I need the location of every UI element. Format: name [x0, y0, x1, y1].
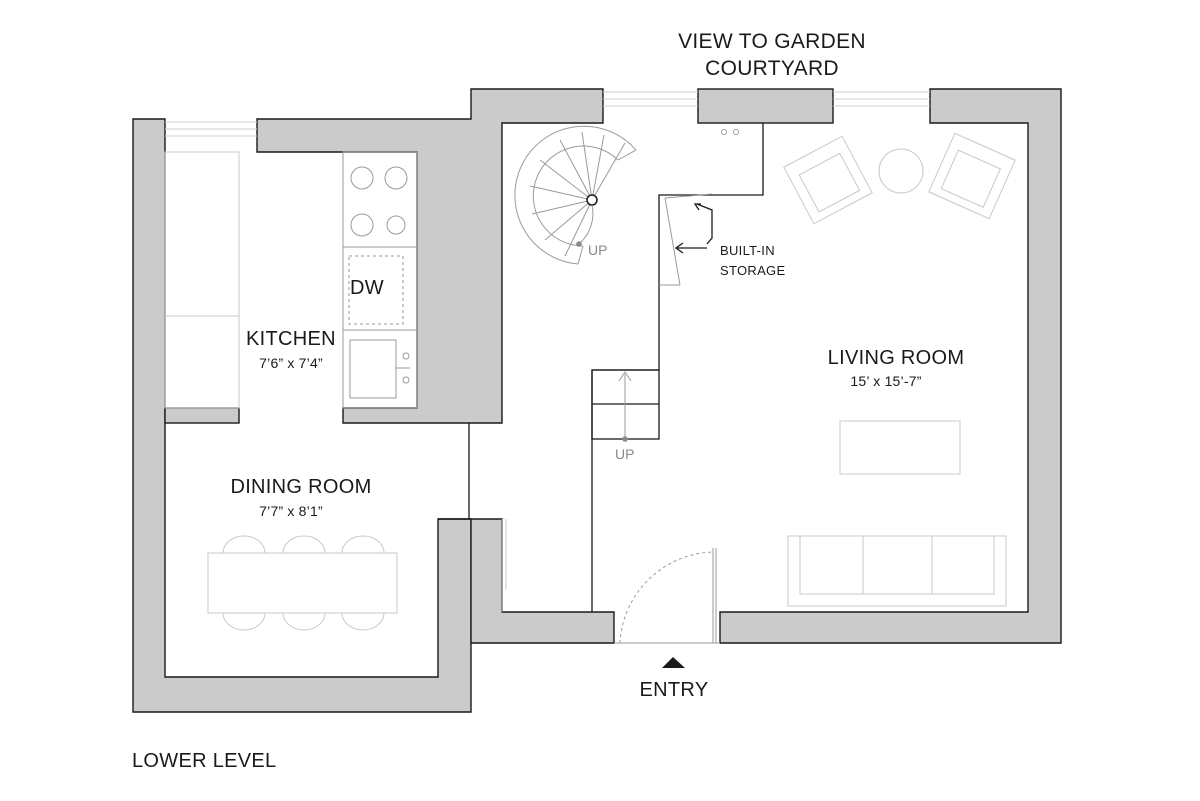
- sink: [349, 339, 410, 399]
- dishwasher: [348, 255, 404, 325]
- living-name: LIVING ROOM: [828, 347, 965, 369]
- dining-name: DINING ROOM: [230, 476, 371, 498]
- window-living-left: [603, 91, 698, 107]
- storage-leaders: [674, 203, 713, 254]
- wall-north-pier: [697, 88, 834, 124]
- storage-label-line2: STORAGE: [720, 263, 785, 278]
- window-living-right: [833, 91, 930, 107]
- kitchen-dims: 7’6” x 7’4”: [259, 355, 323, 371]
- dining-dims: 7’7” x 8’1”: [259, 503, 323, 519]
- armchair-right: [928, 132, 1016, 220]
- entry-label: ENTRY: [640, 679, 709, 701]
- spiral-stair: [514, 125, 637, 265]
- armchair-left: [783, 135, 873, 225]
- kitchen-counter-right: [342, 151, 418, 409]
- kitchen-name: KITCHEN: [246, 328, 336, 350]
- sofa: [787, 535, 1007, 607]
- interior-lines: [164, 123, 764, 644]
- side-table: [878, 148, 924, 194]
- wall-divider-west: [164, 407, 240, 424]
- window-kitchen: [165, 121, 257, 137]
- storage-label-line1: BUILT-IN: [720, 243, 775, 258]
- coffee-table: [839, 420, 961, 475]
- walls: [132, 88, 1062, 713]
- dining-table: [207, 535, 398, 631]
- straight-stair-up-label: UP: [615, 446, 634, 462]
- view-label-line2: COURTYARD: [705, 57, 839, 80]
- living-dims: 15’ x 15’-7”: [850, 373, 921, 389]
- stove: [350, 166, 408, 237]
- level-label: LOWER LEVEL: [132, 750, 276, 772]
- partition-stair-storage: [591, 123, 764, 612]
- wall-right-exterior: [719, 88, 1062, 644]
- furniture: [207, 132, 1016, 631]
- entry-arrow-icon: [662, 657, 685, 668]
- straight-stair: [591, 369, 660, 442]
- storage-doors: [659, 193, 713, 286]
- entry-door[interactable]: [617, 551, 714, 644]
- kitchen-cabinet-left: [164, 151, 240, 409]
- dishwasher-label: DW: [350, 277, 384, 299]
- labels: VIEW TO GARDEN COURTYARD KITCHEN 7’6” x …: [132, 30, 964, 772]
- windows: [165, 91, 930, 137]
- spiral-stair-up-label: UP: [588, 242, 607, 258]
- view-label-line1: VIEW TO GARDEN: [678, 30, 866, 53]
